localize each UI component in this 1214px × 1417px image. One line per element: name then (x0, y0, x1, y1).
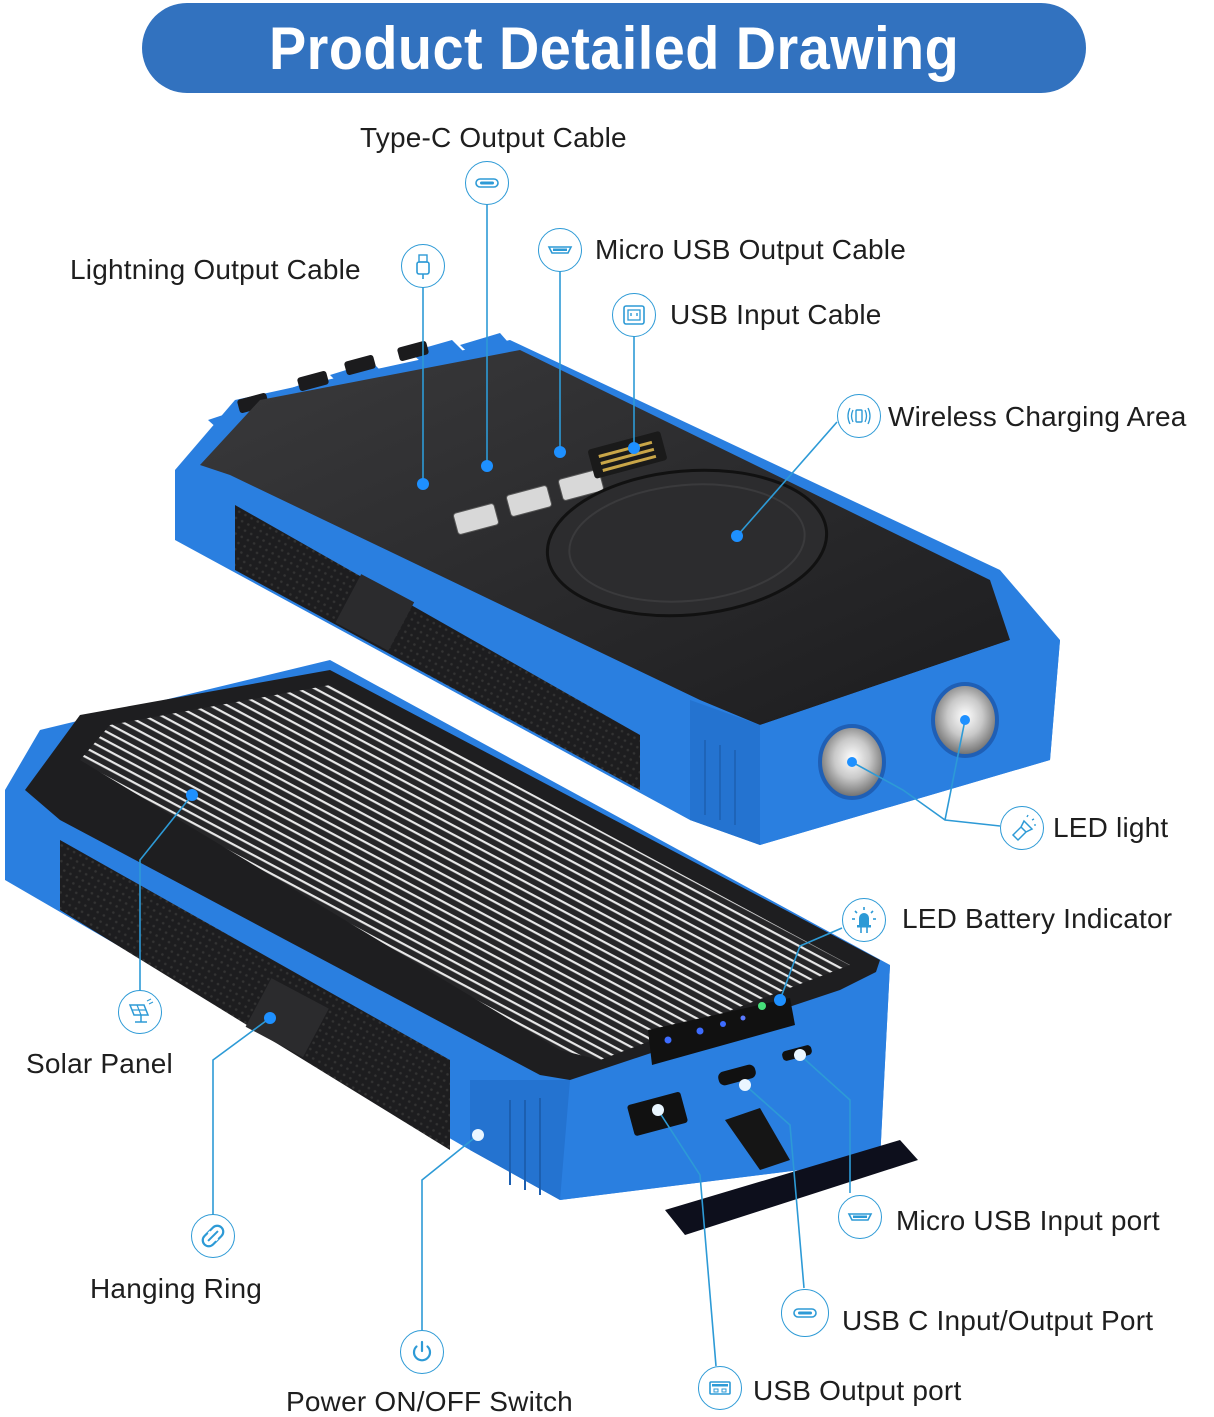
label-micro-usb-input-port: Micro USB Input port (896, 1205, 1160, 1236)
micro-usb-icon (538, 228, 582, 272)
label-led-battery-indicator: LED Battery Indicator (902, 903, 1173, 934)
label-usb-c-input-output-port: USB C Input/Output Port (842, 1305, 1154, 1336)
title-banner: Product Detailed Drawing (142, 3, 1086, 93)
label-usb-output-port: USB Output port (753, 1375, 962, 1406)
bottom-device (5, 660, 918, 1235)
carabiner-icon (191, 1214, 235, 1258)
micro-usb-icon (838, 1195, 882, 1239)
label-type-c-output-cable: Type-C Output Cable (360, 122, 627, 153)
usb-c-icon (465, 161, 509, 205)
usb-a-port-icon (698, 1366, 742, 1410)
label-led-light: LED light (1053, 812, 1169, 843)
label-micro-usb-output-cable: Micro USB Output Cable (595, 234, 906, 265)
label-solar-panel: Solar Panel (26, 1048, 173, 1079)
solar-panel-icon (118, 990, 162, 1034)
led-bulb-icon (842, 898, 886, 942)
label-wireless-charging-area: Wireless Charging Area (888, 401, 1187, 432)
label-usb-input-cable: USB Input Cable (670, 299, 882, 330)
power-icon (400, 1330, 444, 1374)
usb-c-icon (781, 1289, 829, 1337)
usb-a-plug-icon (612, 293, 656, 337)
label-lightning-output-cable: Lightning Output Cable (70, 254, 361, 285)
label-power-switch: Power ON/OFF Switch (286, 1386, 573, 1417)
wireless-charging-icon (837, 394, 881, 438)
label-hanging-ring: Hanging Ring (90, 1273, 263, 1304)
callout-lines (139, 204, 1001, 1367)
lightning-plug-icon (401, 244, 445, 288)
flashlight-icon (1000, 806, 1044, 850)
top-device (175, 333, 1060, 845)
callout-dots (186, 442, 970, 1141)
page-title: Product Detailed Drawing (268, 14, 960, 82)
